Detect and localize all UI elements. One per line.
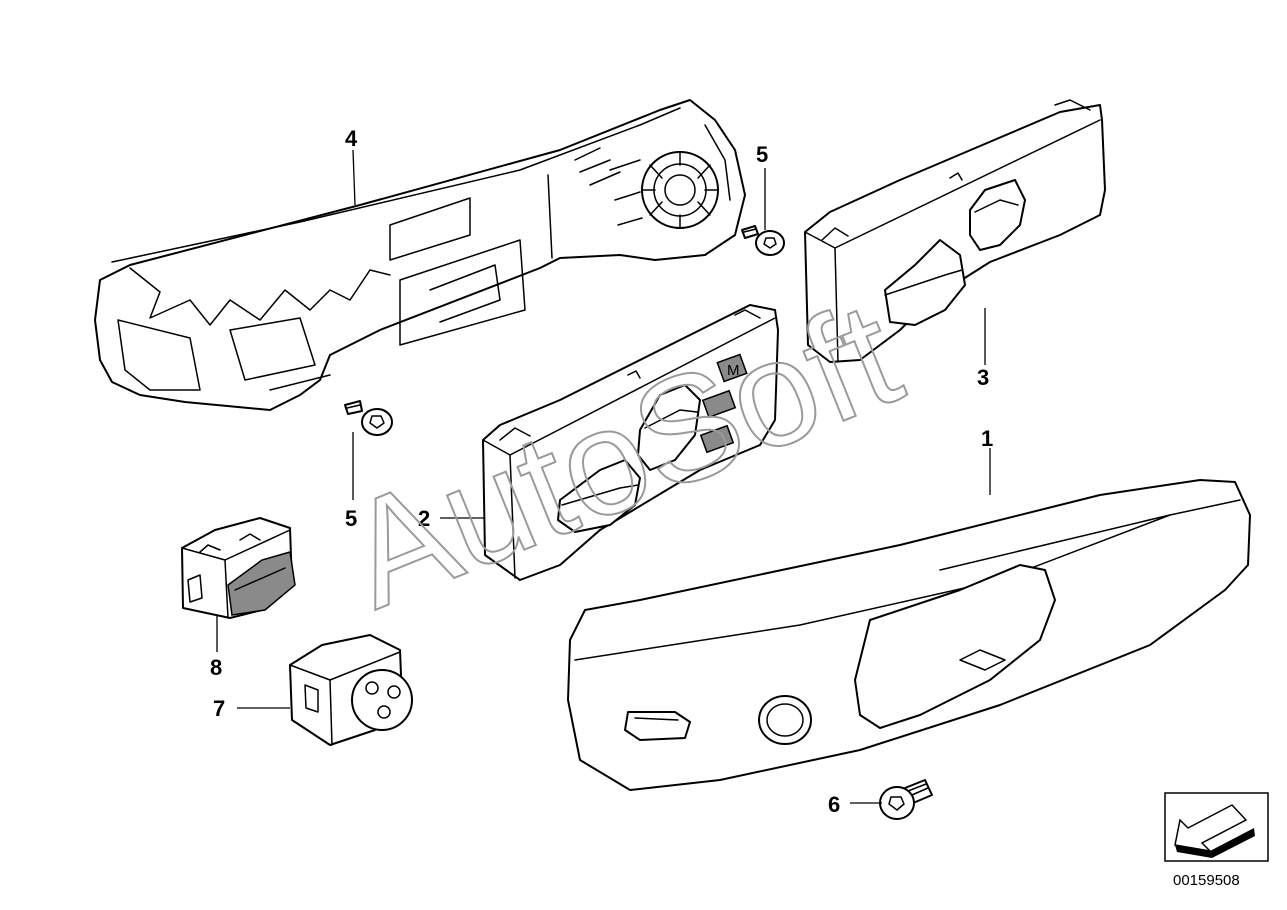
part-3-switch-housing [804,99,1106,363]
part-1-seat-side-cover [567,479,1251,791]
arrow-direction-icon [1164,792,1269,862]
part-2-switch-housing: M [482,304,779,581]
callout-8: 8 [210,655,222,680]
callout-7: 7 [213,696,225,721]
callout-3: 3 [977,365,989,390]
leader-lines [216,149,991,804]
callout-4: 4 [345,126,358,151]
callout-1: 1 [981,426,993,451]
callout-5-upper: 5 [756,142,768,167]
screw-5-lower [344,400,393,436]
callout-2: 2 [418,506,430,531]
screw-6 [879,779,933,820]
svg-text:M: M [727,362,740,379]
part-4-side-frame [94,99,746,411]
callout-6: 6 [828,792,840,817]
part-7-knob-switch [289,634,413,746]
callout-5-lower: 5 [345,506,357,531]
reference-number: 00159508 [1173,872,1240,889]
screw-5-upper [741,225,785,256]
part-8-switch [181,517,296,619]
